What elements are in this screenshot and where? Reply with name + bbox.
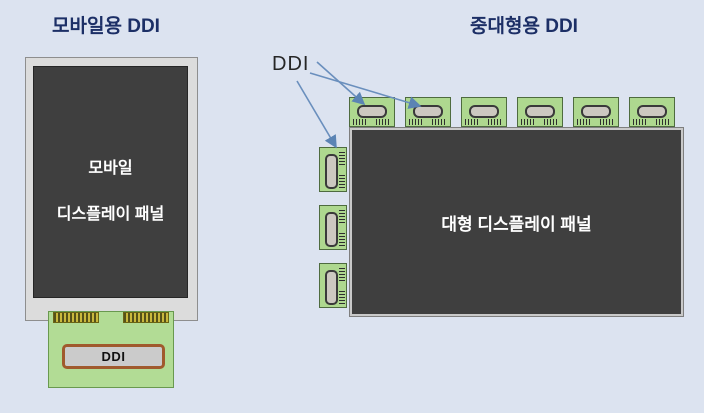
mobile-ddi-chip: DDI bbox=[62, 344, 165, 369]
chip-pins bbox=[656, 119, 671, 125]
chip-pins bbox=[577, 119, 592, 125]
mobile-panel-bezel: 모바일 디스플레이 패널 bbox=[25, 57, 198, 321]
chip-pins bbox=[339, 151, 345, 165]
ddi-die bbox=[637, 105, 667, 118]
ddi-callout-label: DDI bbox=[272, 53, 310, 75]
ddi-chip bbox=[573, 97, 619, 127]
chip-pins bbox=[376, 119, 391, 125]
chip-pins bbox=[339, 209, 345, 223]
ddi-chip bbox=[629, 97, 675, 127]
top-ddi-chip-row bbox=[349, 97, 675, 127]
chip-pins bbox=[353, 119, 368, 125]
chip-pins bbox=[633, 119, 648, 125]
ddi-chip bbox=[405, 97, 451, 127]
mobile-panel-screen: 모바일 디스플레이 패널 bbox=[33, 66, 188, 298]
mobile-panel-label-line2: 디스플레이 패널 bbox=[56, 206, 165, 223]
chip-pins bbox=[339, 174, 345, 188]
ddi-die bbox=[581, 105, 611, 118]
chip-pins bbox=[339, 267, 345, 281]
mobile-flex-board: DDI bbox=[48, 311, 174, 388]
ddi-chip bbox=[319, 263, 347, 308]
ddi-die bbox=[469, 105, 499, 118]
ddi-chip bbox=[319, 147, 347, 192]
ddi-chip bbox=[319, 205, 347, 250]
mobile-ddi-chip-label: DDI bbox=[101, 349, 126, 364]
chip-pins bbox=[600, 119, 615, 125]
mobile-panel-label-line1: 모바일 bbox=[88, 160, 133, 177]
chip-pins bbox=[409, 119, 424, 125]
board-connector-pins bbox=[123, 312, 169, 323]
board-connector-pins bbox=[53, 312, 99, 323]
chip-pins bbox=[465, 119, 480, 125]
large-panel: 대형 디스플레이 패널 bbox=[350, 128, 683, 316]
ddi-die bbox=[413, 105, 443, 118]
ddi-die bbox=[325, 270, 338, 305]
ddi-die bbox=[357, 105, 387, 118]
ddi-chip bbox=[349, 97, 395, 127]
chip-pins bbox=[339, 290, 345, 304]
chip-pins bbox=[432, 119, 447, 125]
ddi-die bbox=[325, 154, 338, 189]
chip-pins bbox=[339, 232, 345, 246]
large-panel-label: 대형 디스플레이 패널 bbox=[441, 214, 592, 234]
ddi-die bbox=[525, 105, 555, 118]
chip-pins bbox=[521, 119, 536, 125]
chip-pins bbox=[488, 119, 503, 125]
ddi-die bbox=[325, 212, 338, 247]
ddi-chip bbox=[517, 97, 563, 127]
chip-pins bbox=[544, 119, 559, 125]
callout-arrow-3 bbox=[296, 80, 337, 149]
mobile-ddi-title: 모바일용 DDI bbox=[52, 16, 160, 37]
ddi-chip bbox=[461, 97, 507, 127]
large-ddi-title: 중대형용 DDI bbox=[470, 16, 578, 37]
side-ddi-chip-column bbox=[319, 147, 347, 308]
